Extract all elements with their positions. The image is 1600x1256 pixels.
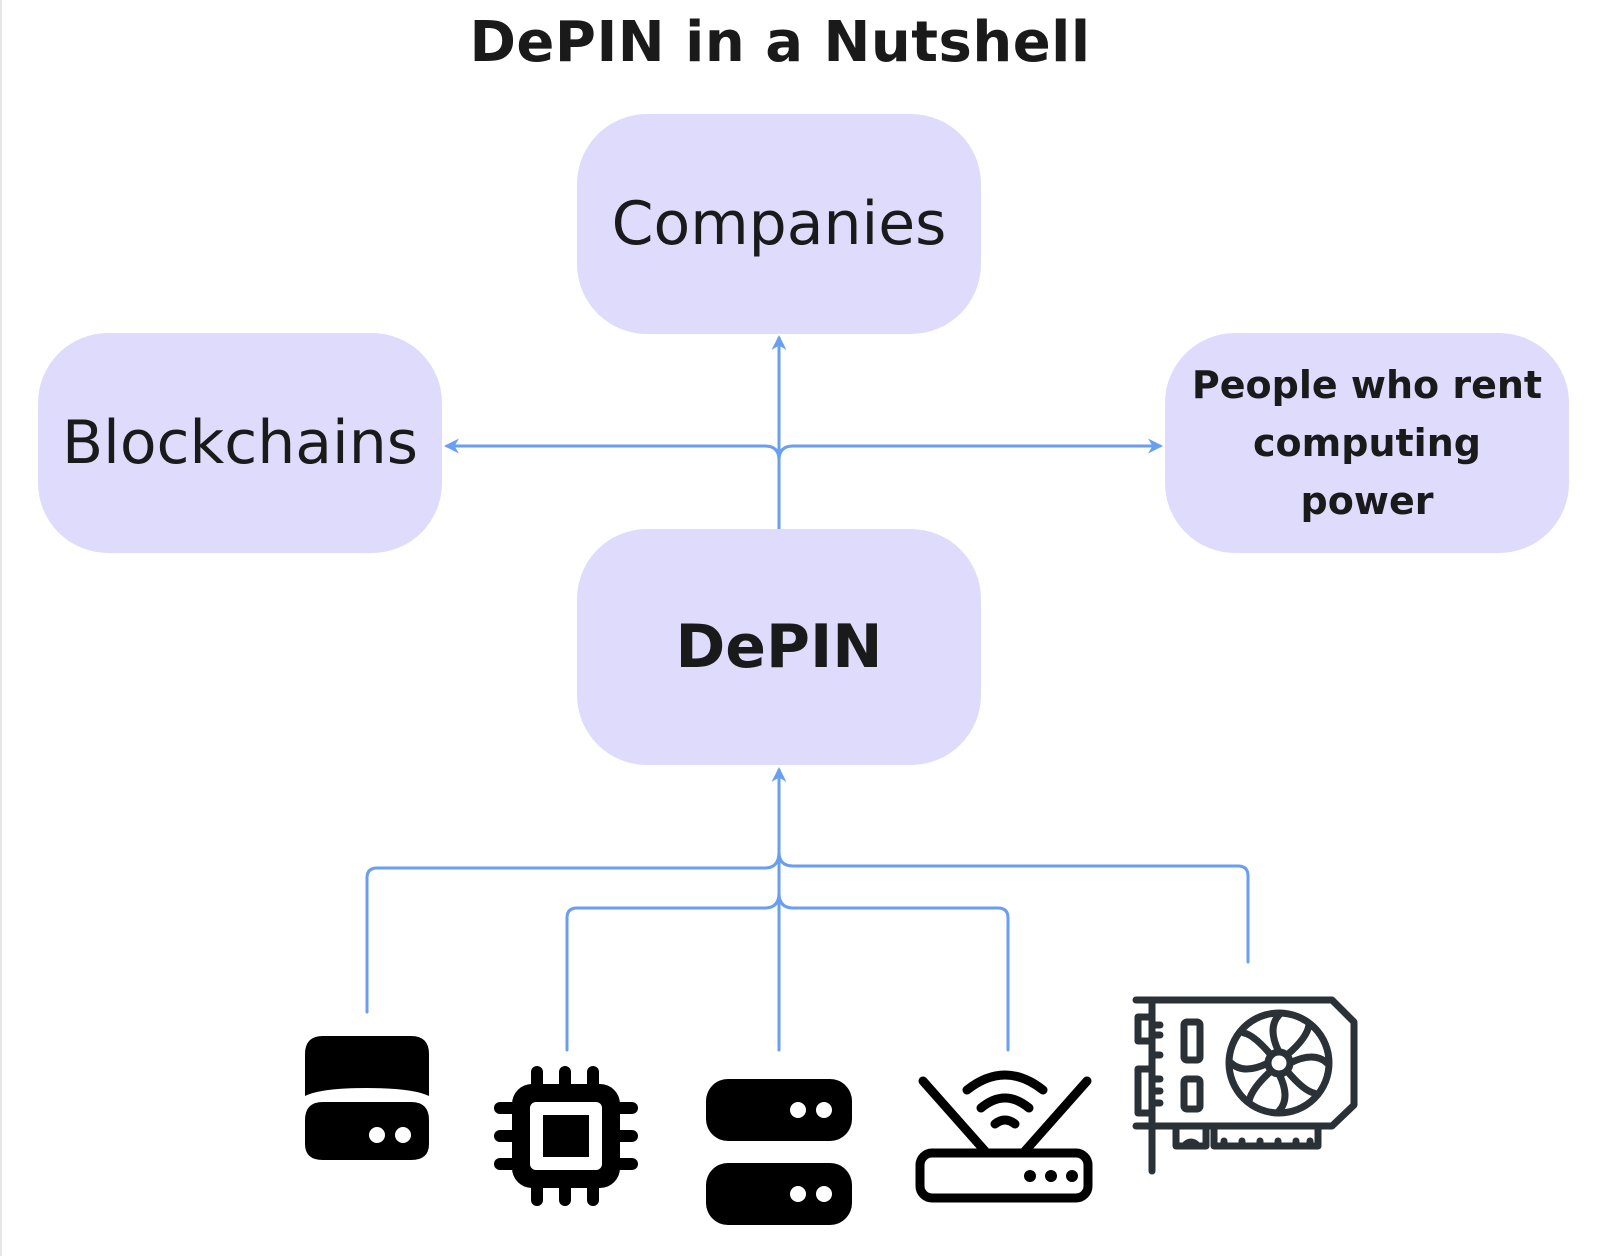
edge-router-depin [777, 891, 1010, 1052]
node-depin: DePIN [577, 529, 981, 765]
storage-drive-icon [305, 1036, 429, 1160]
diagram-title: DePIN in a Nutshell [469, 10, 1091, 75]
edge-depin-blockchains [444, 438, 781, 462]
cpu-chip-icon [494, 1066, 638, 1206]
node-people-renting-compute: People who rent computing power [1165, 333, 1569, 553]
edge-storage-depin [365, 850, 781, 1014]
edge-depin-people [777, 438, 1163, 462]
node-depin-label: DePIN [675, 612, 883, 682]
node-companies-label: Companies [611, 189, 947, 259]
graphics-card-icon [1132, 996, 1358, 1175]
node-blockchains-label: Blockchains [61, 408, 418, 478]
edge-gpu-depin [777, 850, 1250, 964]
server-icon [706, 1079, 852, 1225]
node-blockchains: Blockchains [38, 333, 442, 553]
node-people-label: People who rent computing power [1191, 363, 1543, 523]
wifi-router-icon [915, 1070, 1093, 1203]
edge-cpu-depin [565, 891, 781, 1052]
node-companies: Companies [577, 114, 981, 334]
